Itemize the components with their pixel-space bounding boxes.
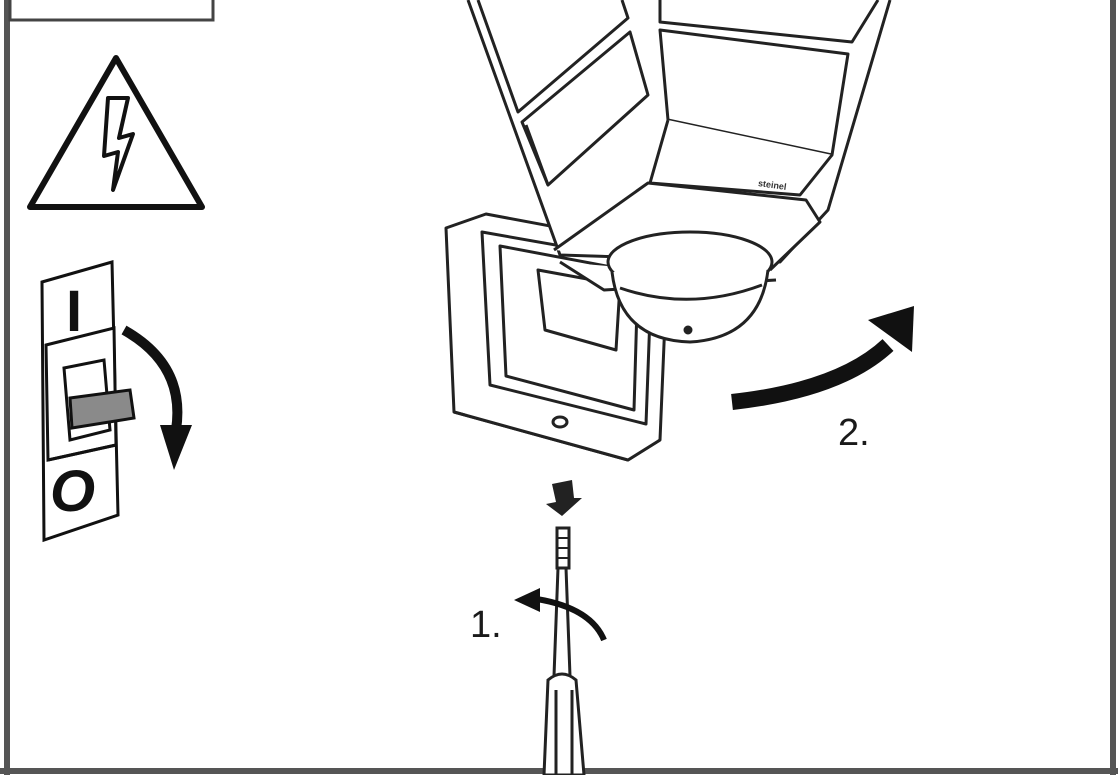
- power-switch-icon: [40, 260, 136, 543]
- unscrew-arrow-icon: [514, 588, 607, 642]
- switch-down-arrow-icon: [121, 325, 192, 470]
- switch-off-label: O: [50, 459, 96, 524]
- lamp-body: [466, 0, 892, 292]
- rotate-arrow-icon: [731, 306, 914, 410]
- sensor-dome: [606, 230, 774, 344]
- wall-mount-box: [444, 212, 670, 462]
- warning-high-voltage-icon: [27, 55, 205, 210]
- step-1-label: 1.: [470, 604, 502, 646]
- screw-icon: [546, 480, 582, 570]
- step-2-label: 2.: [838, 412, 870, 454]
- label-box: [8, 0, 215, 22]
- screwdriver-icon: [542, 566, 586, 775]
- switch-on-label: I: [66, 279, 83, 344]
